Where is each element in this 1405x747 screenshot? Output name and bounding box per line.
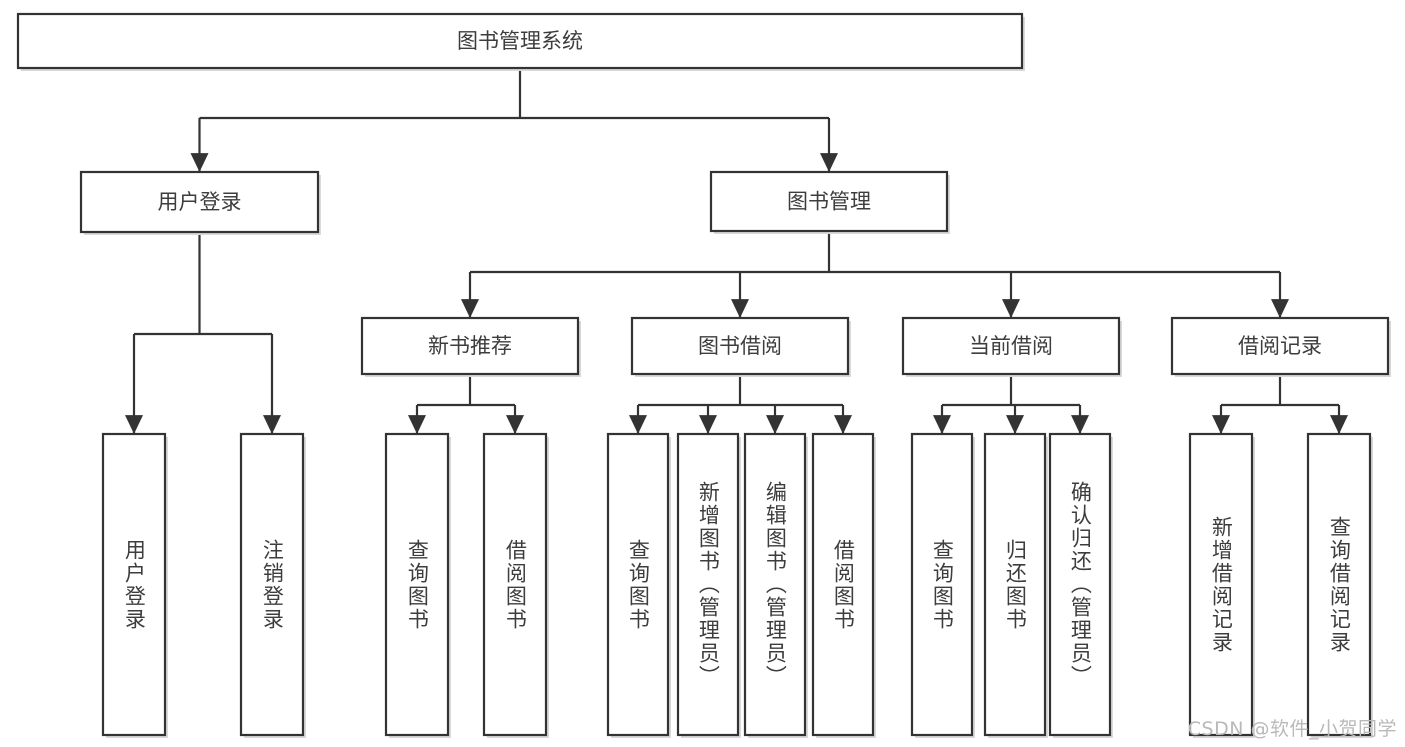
connector-arrowhead	[731, 299, 749, 318]
connector-arrowhead	[629, 415, 647, 434]
connector-arrowhead	[408, 415, 426, 434]
connector-arrowhead	[1271, 299, 1289, 318]
connector-arrowhead	[699, 415, 717, 434]
connector-arrowhead	[506, 415, 524, 434]
connector-arrowhead	[1330, 415, 1348, 434]
node-box-leaf-logout[interactable]	[239, 432, 305, 737]
connector-arrowhead	[1071, 415, 1089, 434]
node-box-new-book-rec[interactable]	[360, 316, 580, 376]
node-label-root: 图书管理系统	[457, 29, 583, 53]
connector-arrowhead	[820, 153, 838, 172]
node-box-leaf-add-record[interactable]	[1188, 432, 1254, 737]
node-box-leaf-return-book[interactable]	[983, 432, 1047, 737]
node-box-leaf-borrow-book-2[interactable]	[811, 432, 875, 737]
connector-arrowhead	[1002, 299, 1020, 318]
node-box-borrow-record[interactable]	[1170, 316, 1390, 376]
connector-arrowhead	[125, 415, 143, 434]
csdn-watermark: CSDN @软件_小贺同学	[1187, 718, 1397, 740]
connector-arrowhead	[263, 415, 281, 434]
node-box-leaf-borrow-book-1[interactable]	[482, 432, 548, 737]
node-box-current-borrow[interactable]	[901, 316, 1121, 376]
connector-arrowhead	[933, 415, 951, 434]
node-label-book-manage: 图书管理	[787, 190, 871, 214]
node-box-leaf-user-login[interactable]	[101, 432, 167, 737]
node-box-book-manage[interactable]	[709, 170, 949, 233]
node-label-current-borrow: 当前借阅	[969, 334, 1053, 358]
node-label-book-borrow: 图书借阅	[698, 334, 782, 358]
connector-arrowhead	[190, 153, 209, 172]
node-box-leaf-query-book-2[interactable]	[606, 432, 670, 737]
node-label-user-login: 用户登录	[158, 190, 242, 214]
connector-arrowhead	[766, 415, 784, 434]
node-box-root[interactable]	[16, 12, 1024, 70]
node-box-layer	[16, 12, 1391, 738]
node-label-borrow-record: 借阅记录	[1238, 334, 1322, 358]
node-box-book-borrow[interactable]	[630, 316, 850, 376]
connector-arrowhead	[834, 415, 852, 434]
connector-arrowhead	[1006, 415, 1024, 434]
node-box-user-login[interactable]	[79, 170, 320, 234]
connector-arrowhead	[461, 299, 479, 318]
node-box-leaf-confirm-return[interactable]	[1048, 432, 1112, 737]
node-box-leaf-add-book[interactable]	[676, 432, 740, 737]
node-label-new-book-rec: 新书推荐	[428, 334, 512, 358]
node-box-leaf-edit-book[interactable]	[743, 432, 807, 737]
node-box-leaf-query-book-1[interactable]	[384, 432, 450, 737]
node-box-leaf-query-record[interactable]	[1306, 432, 1372, 737]
node-box-leaf-query-book-3[interactable]	[910, 432, 974, 737]
connector-layer	[125, 68, 1348, 434]
connector-arrowhead	[1212, 415, 1230, 434]
